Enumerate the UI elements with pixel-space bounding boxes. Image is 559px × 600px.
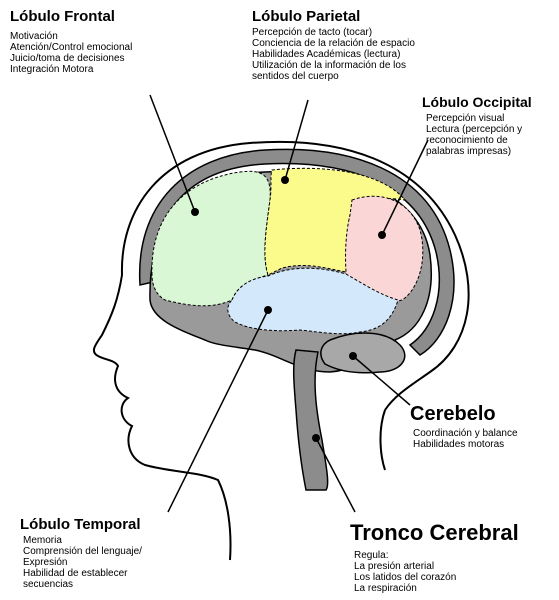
temporal-line: secuencias <box>23 579 74 590</box>
head-profile <box>92 140 470 561</box>
temporal-lobe <box>227 267 399 335</box>
occipital-dot <box>378 231 386 239</box>
parietal-line: Utilización de la información de los <box>252 60 406 71</box>
skull <box>138 148 455 356</box>
parietal-line: sentidos del cuerpo <box>252 71 339 82</box>
tronco-line: Los latidos del corazón <box>354 572 457 583</box>
temporal-pointer <box>167 309 269 513</box>
tronco-line: La presión arterial <box>354 561 435 572</box>
tronco-dot <box>312 434 320 442</box>
temporal-line: Comprensión del lenguaje/ <box>23 546 142 557</box>
cerebelo-title: Cerebelo <box>410 403 496 425</box>
brain-stem <box>292 349 329 491</box>
parietal-line: Percepción de tacto (tocar) <box>252 27 373 38</box>
frontal-pointer <box>149 94 196 213</box>
occipital-line: Lectura (percepción y <box>426 124 523 135</box>
cerebelo-label: Cerebelo Coordinación y balance Habilida… <box>410 403 518 450</box>
occipital-lobe <box>345 195 424 303</box>
cerebelo-line: Habilidades motoras <box>413 439 505 450</box>
parietal-line: Habilidades Académicas (lectura) <box>252 49 401 60</box>
temporal-label: Lóbulo Temporal Memoria Comprensión del … <box>20 516 142 590</box>
frontal-line: Motivación <box>10 31 58 42</box>
tronco-pointer <box>315 437 356 513</box>
occipital-line: palabras impresas) <box>426 146 512 157</box>
parietal-title: Lóbulo Parietal <box>252 8 361 25</box>
frontal-title: Lóbulo Frontal <box>10 8 115 25</box>
parietal-line: Conciencia de la relación de espacio <box>252 38 415 49</box>
parietal-dot <box>281 176 289 184</box>
tronco-line: Regula: <box>354 550 389 561</box>
occipital-label: Lóbulo Occipital Percepción visual Lectu… <box>420 94 532 157</box>
parietal-pointer <box>284 99 309 181</box>
temporal-line: Expresión <box>23 557 68 568</box>
occipital-pointer <box>381 139 429 236</box>
frontal-label: Lóbulo Frontal Motivación Atención/Contr… <box>10 8 132 75</box>
frontal-line: Integración Motora <box>10 64 94 75</box>
frontal-line: Atención/Control emocional <box>10 42 133 53</box>
cerebelo-line: Coordinación y balance <box>413 428 518 439</box>
frontal-dot <box>191 208 199 216</box>
temporal-line: Memoria <box>23 535 62 546</box>
frontal-line: Juicio/toma de decisiones <box>10 53 125 64</box>
neck-back <box>379 409 386 471</box>
occipital-title: Lóbulo Occipital <box>422 94 532 110</box>
temporal-dot <box>264 306 272 314</box>
parietal-label: Lóbulo Parietal Percepción de tacto (toc… <box>252 8 415 82</box>
occipital-line: reconocimiento de <box>426 135 508 146</box>
cerebellum <box>320 332 406 374</box>
tronco-line: La respiración <box>354 583 417 594</box>
tronco-label: Tronco Cerebral Regula: La presión arter… <box>350 520 519 594</box>
cerebelo-pointer <box>352 355 411 406</box>
temporal-line: Habilidad de establecer <box>23 568 128 579</box>
tronco-title: Tronco Cerebral <box>350 520 519 545</box>
temporal-title: Lóbulo Temporal <box>20 516 141 533</box>
occipital-line: Percepción visual <box>426 113 505 124</box>
cerebelo-dot <box>349 352 357 360</box>
